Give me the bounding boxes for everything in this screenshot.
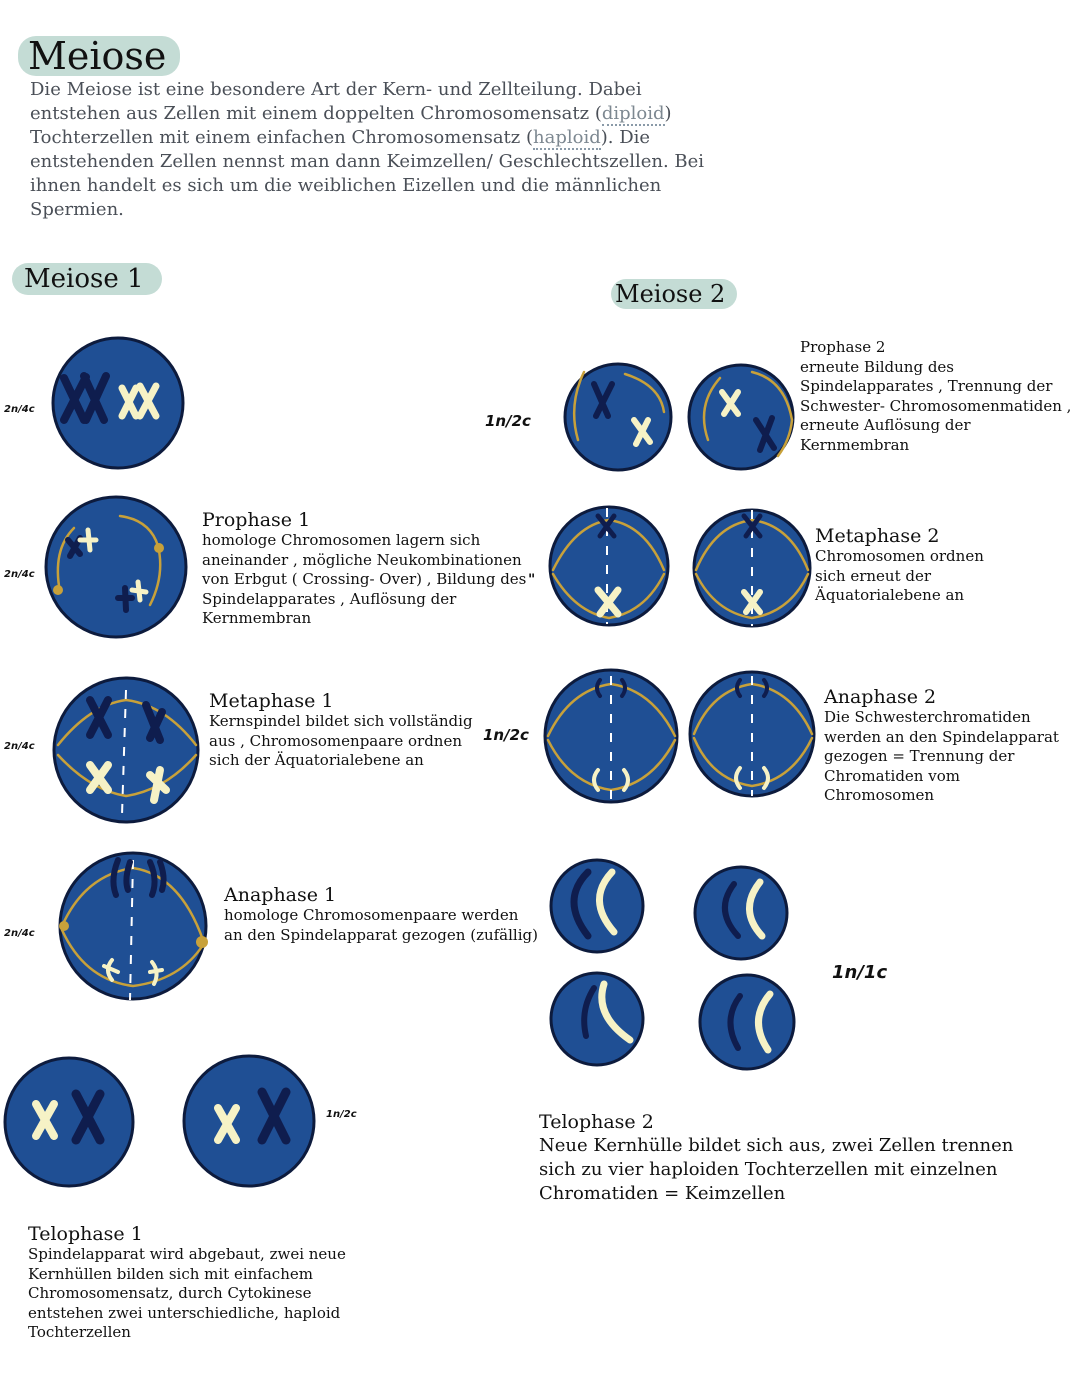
ploidy-label-telophase1: 1n/2c <box>326 1109 357 1120</box>
cell-metaphase2-left <box>548 505 670 627</box>
haploid-term: haploid <box>533 127 601 150</box>
ditto-mark: " <box>528 572 536 588</box>
anaphase2-desc: Die Schwesterchromatiden werden an den S… <box>824 708 1059 804</box>
anaphase2-block: Anaphase 2 Die Schwesterchromatiden werd… <box>824 686 1064 806</box>
telophase1-title: Telophase 1 <box>28 1223 143 1245</box>
cell-anaphase2-right <box>688 670 816 798</box>
telophase2-desc: Neue Kernhülle bildet sich aus, zwei Zel… <box>539 1135 1014 1204</box>
metaphase2-desc: Chromosomen ordnen sich erneut der Äquat… <box>815 547 984 604</box>
telophase1-desc: Spindelapparat wird abgebaut, zwei neue … <box>28 1245 346 1341</box>
ploidy-label-anaphase2: 1n/2c <box>483 726 529 744</box>
metaphase2-title: Metaphase 2 <box>815 525 940 547</box>
cell-telophase1-left <box>3 1056 135 1188</box>
cell-metaphase2-right <box>692 508 812 628</box>
anaphase1-desc: homologe Chromosomenpaare werden an den … <box>224 906 538 944</box>
telophase2-title: Telophase 2 <box>539 1111 654 1133</box>
intro-text-1: Die Meiose ist eine besondere Art der Ke… <box>30 79 642 124</box>
cell-telophase2-3 <box>549 971 645 1067</box>
metaphase2-block: Metaphase 2 Chromosomen ordnen sich erne… <box>815 525 1015 606</box>
meiose1-heading: Meiose 1 <box>12 263 162 295</box>
page-title: Meiose <box>18 36 181 76</box>
ploidy-label-prophase1: 2n/4c <box>4 569 35 580</box>
prophase2-title: Prophase 2 <box>800 338 886 356</box>
cell-prophase2-right <box>687 363 795 471</box>
intro-text-2: ) Tochterzellen mit einem einfachen Chro… <box>30 103 672 148</box>
cell-telophase2-4 <box>698 973 796 1071</box>
telophase1-block: Telophase 1 Spindelapparat wird abgebaut… <box>28 1223 373 1343</box>
metaphase1-desc: Kernspindel bildet sich vollständig aus … <box>209 712 473 769</box>
intro-text-3: ). Die entstehenden Zellen nennst man da… <box>30 127 705 220</box>
prophase2-desc: erneute Bildung des Spindelapparates , T… <box>800 357 1072 454</box>
cell-metaphase1 <box>52 676 200 824</box>
cell-interphase <box>51 336 185 470</box>
anaphase2-title: Anaphase 2 <box>824 686 937 708</box>
anaphase1-title: Anaphase 1 <box>224 884 337 906</box>
cell-telophase2-1 <box>549 858 645 954</box>
diploid-term: diploid <box>601 103 665 126</box>
intro-paragraph: Die Meiose ist eine besondere Art der Ke… <box>30 78 730 222</box>
ploidy-label-anaphase1: 2n/4c <box>4 928 35 939</box>
prophase1-title: Prophase 1 <box>202 509 311 531</box>
cell-anaphase1 <box>58 851 208 1001</box>
ploidy-label-metaphase1: 2n/4c <box>4 741 35 752</box>
prophase1-desc: homologe Chromosomen lagern sich aneinan… <box>202 531 527 627</box>
cell-telophase2-2 <box>693 865 789 961</box>
cell-prophase1 <box>44 495 188 639</box>
metaphase1-title: Metaphase 1 <box>209 690 334 712</box>
cell-telophase1-right <box>182 1054 316 1188</box>
telophase2-block: Telophase 2 Neue Kernhülle bildet sich a… <box>539 1110 1039 1206</box>
anaphase1-block: Anaphase 1 homologe Chromosomenpaare wer… <box>224 884 539 945</box>
prophase1-block: Prophase 1 homologe Chromosomen lagern s… <box>202 509 542 629</box>
meiose2-heading: Meiose 2 <box>611 279 738 309</box>
cell-prophase2-left <box>563 362 673 472</box>
prophase2-block: Prophase 2 erneute Bildung des Spindelap… <box>800 338 1078 455</box>
ploidy-label-prophase2: 1n/2c <box>485 412 531 430</box>
ploidy-label-telophase2: 1n/1c <box>832 962 888 983</box>
cell-anaphase2-left <box>543 668 679 804</box>
ploidy-label-interphase: 2n/4c <box>4 404 35 415</box>
metaphase1-block: Metaphase 1 Kernspindel bildet sich voll… <box>209 690 479 771</box>
